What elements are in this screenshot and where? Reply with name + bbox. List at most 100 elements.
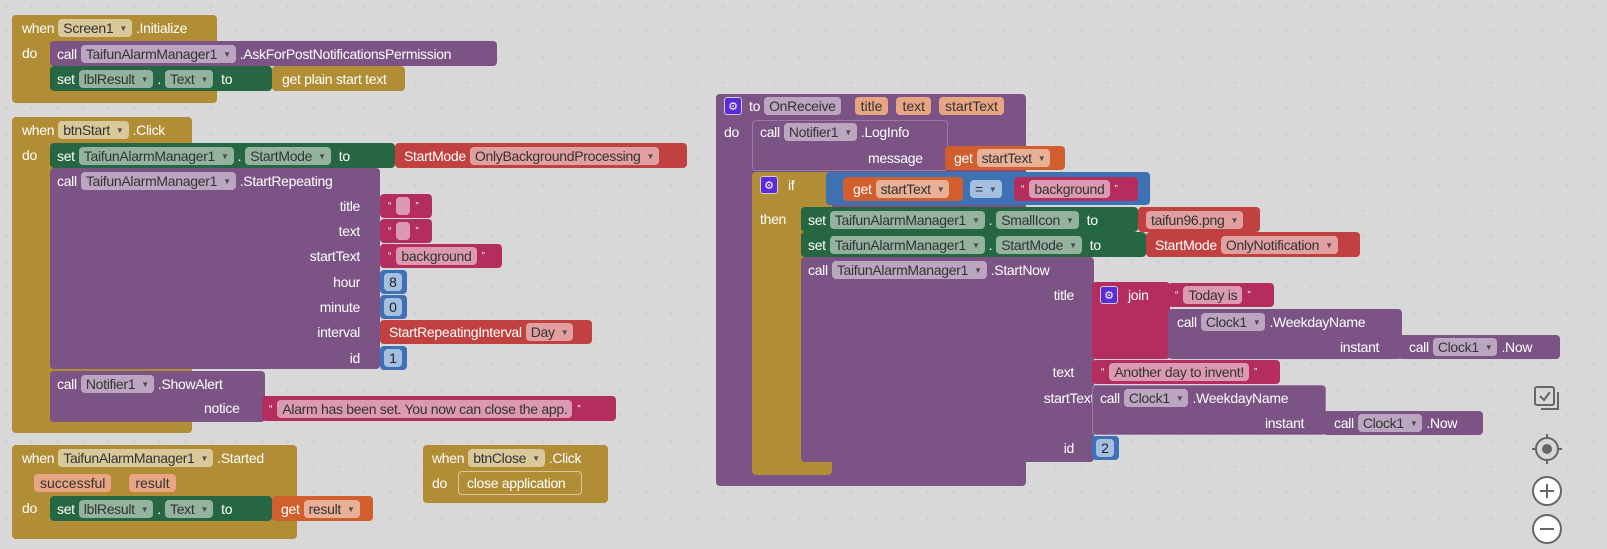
started-header-row: when TaifunAlarmManager1▼ .Started (22, 447, 264, 469)
component-dropdown[interactable]: Clock1▼ (1123, 389, 1189, 407)
component-dropdown[interactable]: TaifunAlarmManager1▼ (58, 449, 214, 467)
component-dropdown[interactable]: TaifunAlarmManager1▼ (80, 172, 236, 190)
enum-label: StartMode (404, 148, 466, 164)
clock-now-row-2: call Clock1▼ .Now (1334, 412, 1457, 434)
text-field[interactable] (396, 197, 411, 215)
enum-label: StartRepeatingInterval (389, 324, 522, 340)
to-label: to (338, 148, 350, 164)
number-minute-row: 0 (384, 296, 402, 318)
number-field[interactable]: 2 (1096, 439, 1114, 457)
component-dropdown[interactable]: Notifier1▼ (80, 375, 154, 393)
show-alert-header-row: call Notifier1▼ .ShowAlert (57, 373, 223, 395)
component-dropdown[interactable]: Clock1▼ (1200, 313, 1266, 331)
component-dropdown[interactable]: TaifunAlarmManager1▼ (80, 45, 236, 63)
variable-dropdown[interactable]: result▼ (303, 500, 360, 518)
component-dropdown[interactable]: TaifunAlarmManager1▼ (829, 211, 985, 229)
arg-hour-label: hour (333, 274, 360, 290)
number-field[interactable]: 0 (384, 298, 402, 316)
enum-dropdown[interactable]: OnlyNotification▼ (1220, 236, 1338, 254)
arg-starttext-label: startText (1043, 390, 1095, 406)
start-repeating-call-block[interactable] (50, 168, 380, 369)
clock-now-row: call Clock1▼ .Now (1409, 336, 1532, 358)
call-label: call (1334, 415, 1354, 431)
property-dropdown[interactable]: StartMode▼ (996, 236, 1082, 254)
number-field[interactable]: 1 (384, 349, 402, 367)
property-dropdown[interactable]: StartMode▼ (245, 147, 331, 165)
procedure-name-field[interactable]: OnReceive (764, 97, 841, 115)
text-field[interactable]: Alarm has been set. You now can close th… (277, 400, 573, 418)
workspace-cleanup-icon[interactable] (1532, 384, 1562, 414)
text-field[interactable] (396, 222, 411, 240)
component-dropdown[interactable]: btnClose▼ (468, 449, 545, 467)
set-startmode-row: set TaifunAlarmManager1▼ . StartMode▼ to (808, 234, 1101, 256)
asset-dropdown[interactable]: taifun96.png▼ (1146, 211, 1244, 229)
to-label: to (221, 501, 233, 517)
param-starttext[interactable]: startText (939, 97, 1004, 115)
do-label: do (724, 124, 739, 140)
text-field[interactable]: background (396, 247, 477, 265)
number-field[interactable]: 8 (384, 273, 402, 291)
param-text[interactable]: text (896, 97, 932, 115)
component-dropdown[interactable]: btnStart▼ (58, 121, 129, 139)
loginfo-header-row: call Notifier1▼ .LogInfo (760, 121, 909, 143)
dot-separator: . (988, 212, 993, 228)
do-row: do (432, 472, 447, 494)
variable-dropdown[interactable]: startText▼ (875, 180, 950, 198)
method-label: .WeekdayName (1269, 314, 1366, 330)
component-dropdown[interactable]: TaifunAlarmManager1▼ (78, 147, 234, 165)
property-dropdown[interactable]: Text▼ (165, 500, 214, 518)
mutator-gear-icon[interactable]: ⚙ (1100, 286, 1118, 304)
component-dropdown[interactable]: lblResult▼ (78, 70, 154, 88)
zoom-in-icon[interactable] (1530, 474, 1564, 508)
text-field[interactable]: Today is (1183, 286, 1243, 304)
arg-notice-label: notice (204, 400, 240, 416)
get-plain-start-text-block[interactable] (272, 66, 405, 91)
procedure-call-label: get plain start text (282, 71, 387, 87)
start-repeating-header-row: call TaifunAlarmManager1▼ .StartRepeatin… (57, 170, 333, 192)
recenter-target-icon[interactable] (1530, 432, 1564, 466)
method-label: .Now (1501, 339, 1533, 355)
component-dropdown[interactable]: TaifunAlarmManager1▼ (829, 236, 985, 254)
mutator-gear-icon[interactable]: ⚙ (760, 176, 778, 194)
dot-separator: . (988, 237, 993, 253)
dot-separator: . (157, 501, 161, 517)
text-field[interactable]: background (1029, 180, 1110, 198)
startnow-call-block[interactable] (801, 257, 1094, 462)
screen1-initialize-header-row: when Screen1▼ .Initialize (22, 17, 187, 39)
param-result[interactable]: result (129, 474, 176, 492)
variable-dropdown[interactable]: startText▼ (976, 149, 1051, 167)
property-dropdown[interactable]: Text▼ (165, 70, 214, 88)
when-label: when (22, 20, 55, 36)
set-label: set (808, 237, 826, 253)
component-dropdown[interactable]: Screen1▼ (58, 19, 132, 37)
arg-text-label: text (1052, 364, 1075, 380)
component-dropdown[interactable]: lblResult▼ (78, 500, 154, 518)
if-label: if (788, 177, 795, 193)
operator-dropdown[interactable]: =▼ (970, 180, 1002, 198)
close-application-label: close application (467, 475, 566, 491)
enum-dropdown[interactable]: OnlyBackgroundProcessing▼ (469, 147, 660, 165)
ask-permission-row: call TaifunAlarmManager1▼ .AskForPostNot… (57, 43, 452, 65)
text-field[interactable]: Another day to invent! (1109, 363, 1249, 381)
to-label: to (1086, 212, 1098, 228)
arg-starttext-label: startText (309, 248, 361, 264)
property-dropdown[interactable]: SmallIcon▼ (996, 211, 1079, 229)
arg-title-label: title (1053, 287, 1075, 303)
get-label: get (281, 501, 300, 517)
do-row: do (22, 497, 37, 519)
component-dropdown[interactable]: Notifier1▼ (783, 123, 857, 141)
close-application-block[interactable] (458, 471, 582, 495)
enum-dropdown[interactable]: Day▼ (525, 323, 574, 341)
set-label: set (57, 148, 75, 164)
mutator-gear-icon[interactable]: ⚙ (724, 97, 742, 115)
component-dropdown[interactable]: Clock1▼ (1432, 338, 1498, 356)
to-label: to (749, 98, 761, 114)
set-lblresult-row: set lblResult▼ . Text▼ to (57, 68, 232, 90)
get-result-row: get result▼ (281, 498, 364, 520)
set-smallicon-row: set TaifunAlarmManager1▼ . SmallIcon▼ to (808, 209, 1098, 231)
zoom-out-icon[interactable] (1530, 512, 1564, 546)
component-dropdown[interactable]: TaifunAlarmManager1▼ (831, 261, 987, 279)
param-successful[interactable]: successful (34, 474, 112, 492)
component-dropdown[interactable]: Clock1▼ (1357, 414, 1423, 432)
param-title[interactable]: title (854, 97, 889, 115)
